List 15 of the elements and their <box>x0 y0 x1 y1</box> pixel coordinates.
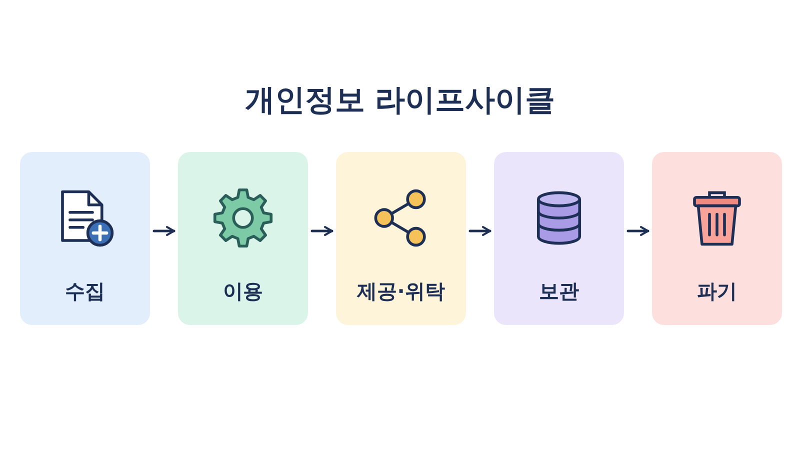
arrow <box>468 226 492 236</box>
step-card <box>20 152 150 325</box>
arrow <box>310 226 334 236</box>
arrow <box>626 226 650 236</box>
diagram-title: 개인정보 라이프사이클 <box>244 82 556 120</box>
step-card <box>336 152 466 325</box>
step-label: 파기 <box>697 278 737 305</box>
step-card <box>652 152 782 325</box>
step-label: 이용 <box>223 278 263 305</box>
step-label: 수집 <box>65 278 105 305</box>
step-card <box>494 152 624 325</box>
step-label: 제공·위탁 <box>357 278 445 305</box>
step-card <box>178 152 308 325</box>
step-label: 보관 <box>539 278 579 305</box>
arrow <box>152 226 176 236</box>
